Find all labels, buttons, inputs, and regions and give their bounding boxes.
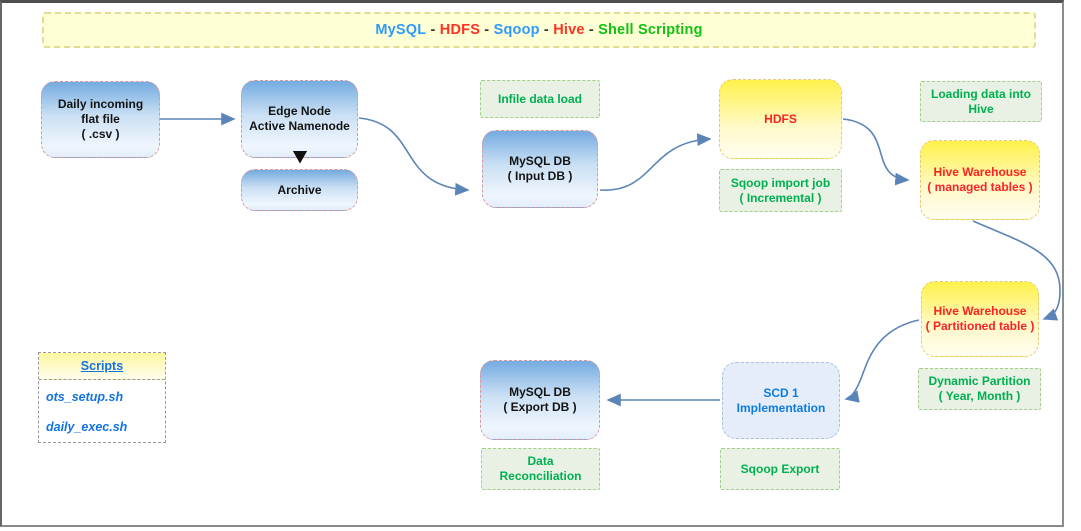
arrow-partitioned-to-scd1: [844, 319, 920, 403]
node-edge-node-active-namenode: Edge Node Active Namenode: [241, 80, 358, 158]
title-segment-sqoop: Sqoop: [493, 21, 540, 38]
title-segment-hdfs: HDFS: [439, 21, 481, 38]
node-mysql-input-db: MySQL DB ( Input DB ): [482, 130, 598, 208]
label-sqoop-export: Sqoop Export: [720, 448, 840, 490]
label-dynamic-partition: Dynamic Partition ( Year, Month ): [918, 368, 1041, 410]
node-label: MySQL DB: [509, 385, 571, 399]
label-data-reconciliation: Data Reconciliation: [481, 448, 600, 490]
arrow-mysql-input-to-hdfs: [599, 133, 712, 191]
node-label: Hive Warehouse: [933, 165, 1027, 179]
node-label: Edge Node: [268, 104, 331, 118]
label-text: Loading data into: [931, 86, 1031, 101]
label-text: Hive: [968, 101, 994, 116]
node-label: ( Export DB ): [503, 400, 577, 414]
title-segment-mysql: MySQL: [375, 21, 427, 38]
node-hdfs: HDFS: [719, 79, 842, 159]
node-label: SCD 1: [763, 385, 799, 400]
title-segment-shell: Shell Scripting: [598, 21, 703, 38]
node-label: flat file: [81, 112, 120, 126]
node-label: Implementation: [736, 400, 826, 415]
node-label: HDFS: [764, 111, 797, 126]
node-label: MySQL DB: [509, 154, 571, 168]
label-loading-data-into-hive: Loading data into Hive: [920, 81, 1042, 122]
label-text: Sqoop Export: [740, 461, 820, 476]
script-file-name: ots_setup.sh: [46, 390, 124, 404]
scripts-title: Scripts: [80, 359, 124, 373]
label-sqoop-import-job: Sqoop import job ( Incremental ): [719, 169, 842, 212]
label-text: ( Year, Month ): [938, 389, 1021, 403]
title-separator: -: [426, 21, 440, 38]
node-scd1-implementation: SCD 1 Implementation: [722, 362, 840, 439]
label-text: Infile data load: [497, 91, 582, 106]
label-text: ( Incremental ): [739, 190, 822, 205]
node-hive-warehouse-partitioned: Hive Warehouse ( Partitioned table ): [921, 281, 1039, 357]
node-archive: Archive: [241, 169, 358, 211]
scripts-panel-body: ots_setup.sh daily_exec.sh: [39, 380, 165, 444]
node-label: ( Partitioned table ): [925, 319, 1035, 333]
label-text: Reconciliation: [499, 469, 582, 483]
node-mysql-export-db: MySQL DB ( Export DB ): [480, 360, 600, 440]
arrow-edge-to-mysql-input: [358, 117, 470, 196]
title-banner: MySQL - HDFS - Sqoop - Hive - Shell Scri…: [42, 12, 1036, 48]
label-infile-data-load: Infile data load: [480, 80, 600, 118]
script-file-name: daily_exec.sh: [46, 420, 128, 434]
scripts-panel-header: Scripts: [39, 353, 165, 380]
label-text: Sqoop import job: [730, 175, 831, 190]
node-daily-incoming-file: Daily incoming flat file ( .csv ): [41, 81, 160, 158]
title-separator: -: [480, 21, 494, 38]
node-label: ( managed tables ): [927, 180, 1033, 194]
node-label: Daily incoming: [57, 97, 144, 111]
label-text: Data: [527, 454, 554, 468]
title-segment-hive: Hive: [553, 21, 585, 38]
node-hive-warehouse-managed: Hive Warehouse ( managed tables ): [920, 140, 1040, 220]
title-separator: -: [539, 21, 554, 38]
arrow-hdfs-to-hive-managed: [842, 118, 910, 186]
title-separator: -: [584, 21, 599, 38]
node-label: ( .csv ): [81, 127, 120, 141]
label-text: Dynamic Partition: [928, 374, 1031, 388]
node-label: Archive: [277, 182, 322, 197]
scripts-panel: Scripts ots_setup.sh daily_exec.sh: [38, 352, 166, 443]
node-label: ( Input DB ): [507, 169, 573, 183]
node-label: Active Namenode: [249, 119, 350, 133]
node-label: Hive Warehouse: [933, 304, 1027, 318]
